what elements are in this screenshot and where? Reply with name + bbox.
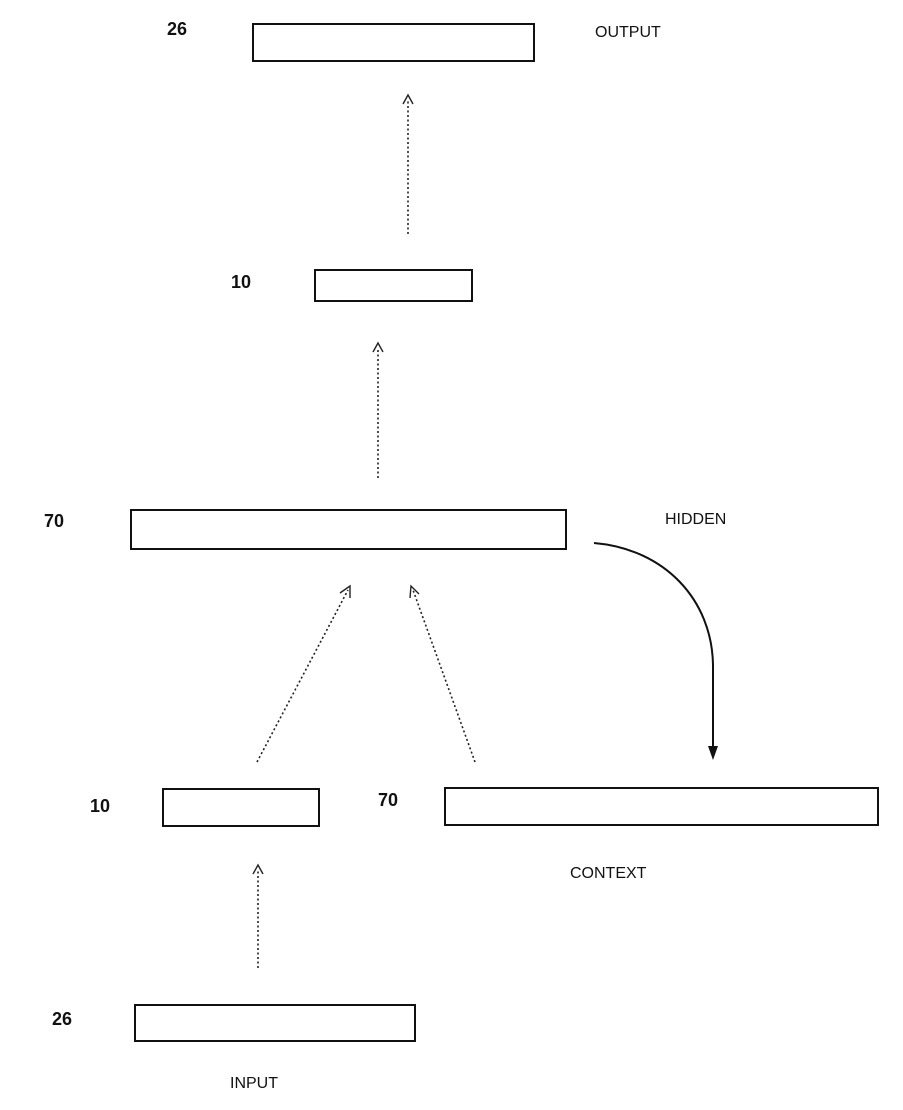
hidden-layer: 70 HIDDEN xyxy=(44,509,726,550)
arrow-hidden-to-context xyxy=(593,542,718,760)
hidden-name-label: HIDDEN xyxy=(665,511,726,528)
arrow-head-icon xyxy=(409,584,420,599)
arrow-input-to-input-encoding xyxy=(252,863,264,968)
input-encoding-layer: 10 xyxy=(90,788,320,827)
output-name-label: OUTPUT xyxy=(595,24,661,41)
arrow-context-to-hidden xyxy=(409,584,476,763)
context-size-label: 70 xyxy=(378,790,398,810)
arrow-head-icon xyxy=(708,746,718,760)
recurrent-copy-connection xyxy=(593,542,714,748)
arrow-input-encoding-to-hidden xyxy=(256,584,351,763)
output-layer-box xyxy=(252,23,535,62)
context-layer: 70 CONTEXT xyxy=(378,787,879,882)
input-layer-box xyxy=(134,1004,416,1042)
output-layer: 26 OUTPUT xyxy=(167,19,661,62)
dotted-connection xyxy=(256,589,349,763)
arrow-head-icon xyxy=(372,341,384,353)
context-name-label: CONTEXT xyxy=(570,865,647,882)
upper-hidden-layer: 10 xyxy=(231,269,473,302)
arrow-upper-hidden-to-output xyxy=(402,93,414,234)
upper-hidden-size-label: 10 xyxy=(231,272,251,292)
upper-hidden-layer-box xyxy=(314,269,473,302)
arrow-head-icon xyxy=(339,584,351,598)
context-layer-box xyxy=(444,787,879,826)
input-layer: 26 INPUT xyxy=(52,1004,416,1092)
input-encoding-layer-box xyxy=(162,788,320,827)
input-name-label: INPUT xyxy=(230,1075,278,1092)
arrow-hidden-to-upper-hidden xyxy=(372,341,384,478)
arrow-head-icon xyxy=(252,863,264,875)
hidden-size-label: 70 xyxy=(44,511,64,531)
input-encoding-size-label: 10 xyxy=(90,796,110,816)
dotted-connection xyxy=(412,589,476,763)
hidden-layer-box xyxy=(130,509,567,550)
arrow-head-icon xyxy=(402,93,414,105)
output-size-label: 26 xyxy=(167,19,187,39)
input-size-label: 26 xyxy=(52,1009,72,1029)
